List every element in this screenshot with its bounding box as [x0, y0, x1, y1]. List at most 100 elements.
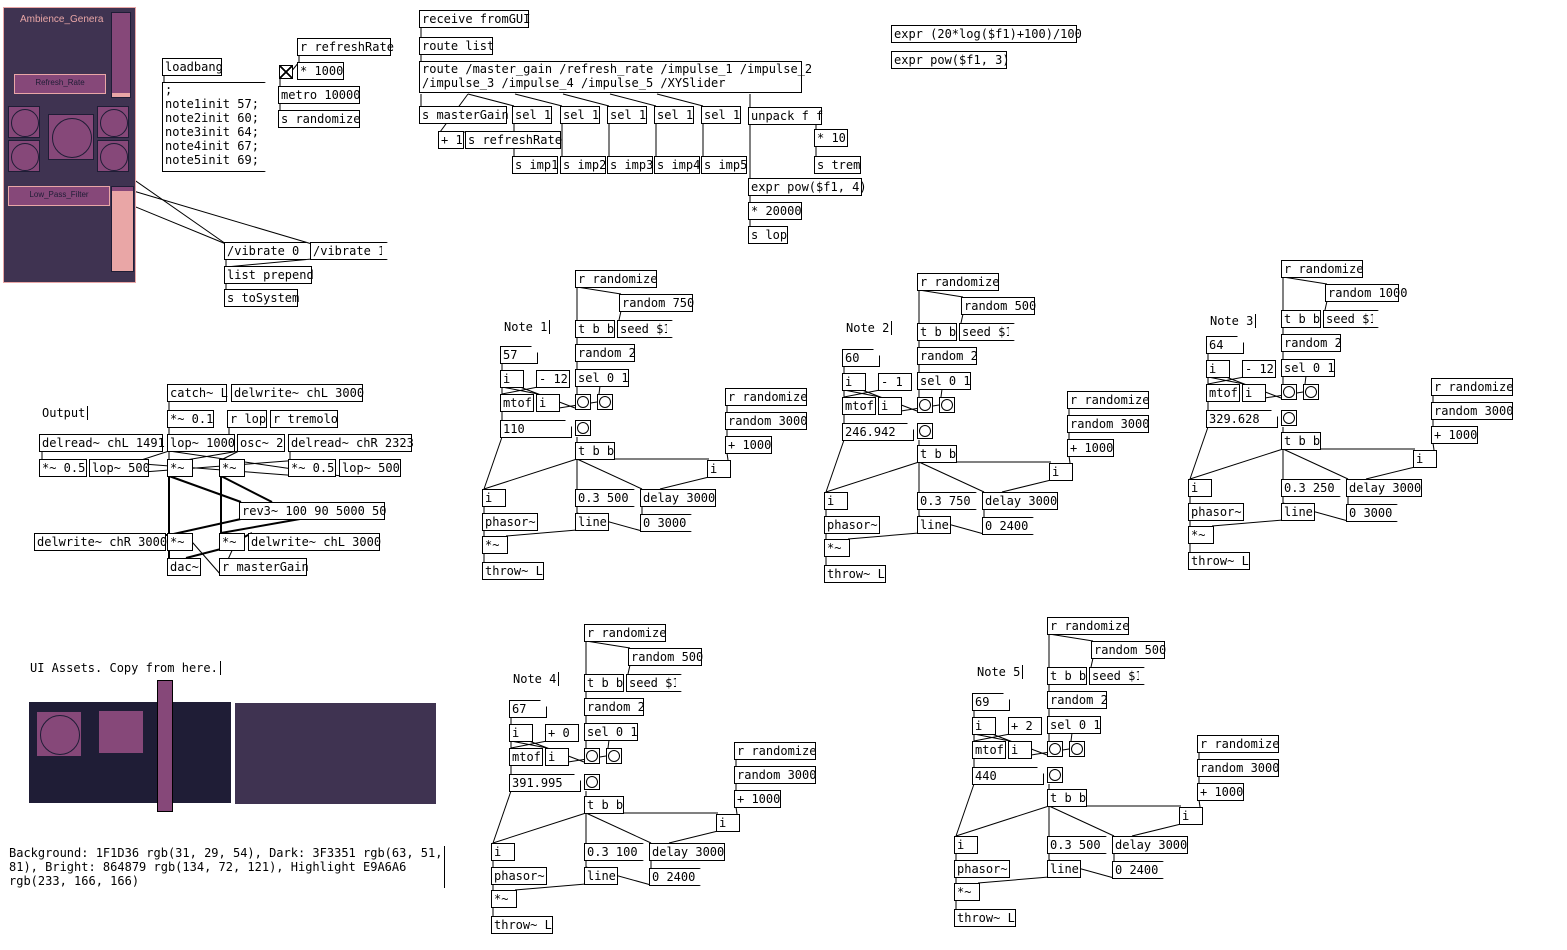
bang-c-note-5[interactable]: [1047, 767, 1063, 783]
mul-note-5[interactable]: *~: [954, 883, 980, 901]
add1000-note-2[interactable]: + 1000: [1067, 439, 1114, 457]
i-b-note-5[interactable]: i: [1008, 741, 1032, 759]
random2-note-3[interactable]: random 2: [1281, 334, 1342, 352]
bang-b-note-3[interactable]: [1303, 384, 1319, 400]
s-lop-object[interactable]: s lop: [748, 226, 788, 244]
osc-2-object[interactable]: osc~ 2: [237, 434, 285, 452]
env-msg-note-3[interactable]: 0.3 250: [1281, 479, 1341, 497]
bang-c-note-1[interactable]: [575, 420, 591, 436]
bang-b-note-4[interactable]: [606, 748, 622, 764]
add1000-note-4[interactable]: + 1000: [734, 790, 781, 808]
mul-note-4[interactable]: *~: [491, 890, 517, 908]
delwrite-chr-object[interactable]: delwrite~ chR 3000: [34, 533, 167, 551]
mul-0-1-object[interactable]: *~ 0.1: [167, 410, 214, 428]
i-gate-note-1[interactable]: i: [482, 489, 506, 507]
tbb-env-note-1[interactable]: t b b: [575, 442, 615, 460]
sel-1-imp4[interactable]: sel 1: [701, 106, 741, 124]
impulse-5-pad[interactable]: [97, 140, 129, 172]
mul-note-2[interactable]: *~: [824, 539, 850, 557]
mul-signal-b[interactable]: *~: [219, 459, 245, 477]
random3000-note-2[interactable]: random 3000: [1067, 415, 1149, 433]
phasor-note-1[interactable]: phasor~: [482, 513, 538, 531]
add1000-note-1[interactable]: + 1000: [725, 436, 772, 454]
mul-0-5-right[interactable]: *~ 0.5: [288, 459, 336, 477]
tbb-env-note-2[interactable]: t b b: [917, 445, 957, 463]
bang-b-note-2[interactable]: [939, 397, 955, 413]
i-delay-note-3[interactable]: i: [1413, 450, 1437, 468]
sel01-note-4[interactable]: sel 0 1: [584, 723, 638, 741]
line-note-3[interactable]: line: [1281, 503, 1315, 521]
rev3-object[interactable]: rev3~ 100 90 5000 50: [239, 502, 387, 520]
bang-b-note-5[interactable]: [1069, 741, 1085, 757]
init-num-note-5[interactable]: 69: [972, 693, 1010, 711]
i-delay-note-4[interactable]: i: [716, 814, 740, 832]
env-msg-note-5[interactable]: 0.3 500: [1047, 836, 1107, 854]
i-b-note-1[interactable]: i: [536, 394, 560, 412]
phasor-note-3[interactable]: phasor~: [1188, 503, 1244, 521]
vibrate-0-message[interactable]: /vibrate 0: [224, 242, 308, 260]
s-tosystem-object[interactable]: s toSystem: [224, 289, 299, 307]
xy-slider[interactable]: [111, 186, 134, 272]
r-randomize-2-note-5[interactable]: r randomize: [1197, 735, 1279, 753]
i-gate-note-2[interactable]: i: [824, 492, 848, 510]
throw-note-3[interactable]: throw~ L: [1188, 552, 1250, 570]
bang-c-note-4[interactable]: [584, 774, 600, 790]
tbb-env-note-4[interactable]: t b b: [584, 796, 624, 814]
list-prepend-object[interactable]: list prepend: [224, 266, 314, 284]
mul-10-object[interactable]: * 10: [814, 129, 848, 147]
env-msg-note-1[interactable]: 0.3 500: [575, 489, 635, 507]
sel01-note-2[interactable]: sel 0 1: [917, 372, 971, 390]
add1000-note-3[interactable]: + 1000: [1431, 426, 1478, 444]
tbb-seed-note-2[interactable]: t b b: [917, 323, 957, 341]
bang-a-note-3[interactable]: [1281, 384, 1297, 400]
loadbang-object[interactable]: loadbang: [162, 58, 223, 76]
vibrate-1-message[interactable]: /vibrate 1: [310, 242, 388, 260]
dac-object[interactable]: dac~: [167, 558, 201, 576]
freq-num-note-2[interactable]: 246.942: [842, 423, 914, 441]
random3000-note-1[interactable]: random 3000: [725, 412, 807, 430]
i-delay-note-5[interactable]: i: [1179, 807, 1203, 825]
init-num-note-4[interactable]: 67: [509, 700, 547, 718]
bang-c-note-3[interactable]: [1281, 410, 1297, 426]
add-1-object[interactable]: + 1: [438, 131, 464, 149]
phasor-note-2[interactable]: phasor~: [824, 516, 880, 534]
mtof-note-2[interactable]: mtof: [842, 397, 876, 415]
delwrite-chl-2-object[interactable]: delwrite~ chL 3000: [248, 533, 381, 551]
sel01-note-5[interactable]: sel 0 1: [1047, 716, 1101, 734]
refresh-rate-slider[interactable]: Refresh_Rate: [14, 74, 106, 94]
i-pitch-note-1[interactable]: i: [500, 370, 524, 388]
random3000-note-3[interactable]: random 3000: [1431, 402, 1513, 420]
random-seed-note-5[interactable]: random 500: [1091, 641, 1166, 659]
sel-1-refresh[interactable]: sel 1: [512, 106, 552, 124]
freq-num-note-5[interactable]: 440: [972, 767, 1044, 785]
impulse-4-pad[interactable]: [97, 106, 129, 138]
delay3000-note-5[interactable]: delay 3000: [1112, 836, 1188, 854]
i-delay-note-1[interactable]: i: [707, 460, 731, 478]
i-b-note-4[interactable]: i: [545, 748, 569, 766]
i-delay-note-2[interactable]: i: [1049, 463, 1073, 481]
expr-pow3-object[interactable]: expr pow($f1, 3): [891, 51, 1010, 69]
freq-num-note-1[interactable]: 110: [500, 420, 572, 438]
catch-l-object[interactable]: catch~ L: [167, 384, 228, 402]
random3000-note-4[interactable]: random 3000: [734, 766, 816, 784]
tbb-seed-note-4[interactable]: t b b: [584, 674, 624, 692]
line-note-5[interactable]: line: [1047, 860, 1081, 878]
delwrite-chl-object[interactable]: delwrite~ chL 3000: [231, 384, 364, 402]
r-randomize-2-note-1[interactable]: r randomize: [725, 388, 807, 406]
mul-signal-a[interactable]: *~: [167, 459, 193, 477]
i-pitch-note-5[interactable]: i: [972, 717, 996, 735]
offset-note-1[interactable]: - 12: [536, 370, 570, 388]
env-msg-note-2[interactable]: 0.3 750: [917, 492, 977, 510]
throw-note-1[interactable]: throw~ L: [482, 562, 544, 580]
lop-500-right[interactable]: lop~ 500: [339, 459, 401, 477]
init-num-note-1[interactable]: 57: [500, 346, 538, 364]
line-note-1[interactable]: line: [575, 513, 609, 531]
bang-c-note-2[interactable]: [917, 423, 933, 439]
mtof-note-5[interactable]: mtof: [972, 741, 1006, 759]
seed-msg-note-5[interactable]: seed $1: [1089, 667, 1145, 685]
mtof-note-1[interactable]: mtof: [500, 394, 534, 412]
i-gate-note-3[interactable]: i: [1188, 479, 1212, 497]
rel-msg-note-4[interactable]: 0 2400: [649, 868, 701, 886]
route-osc-object[interactable]: route /master_gain /refresh_rate /impuls…: [419, 61, 812, 93]
random-seed-note-3[interactable]: random 1000: [1325, 284, 1407, 302]
